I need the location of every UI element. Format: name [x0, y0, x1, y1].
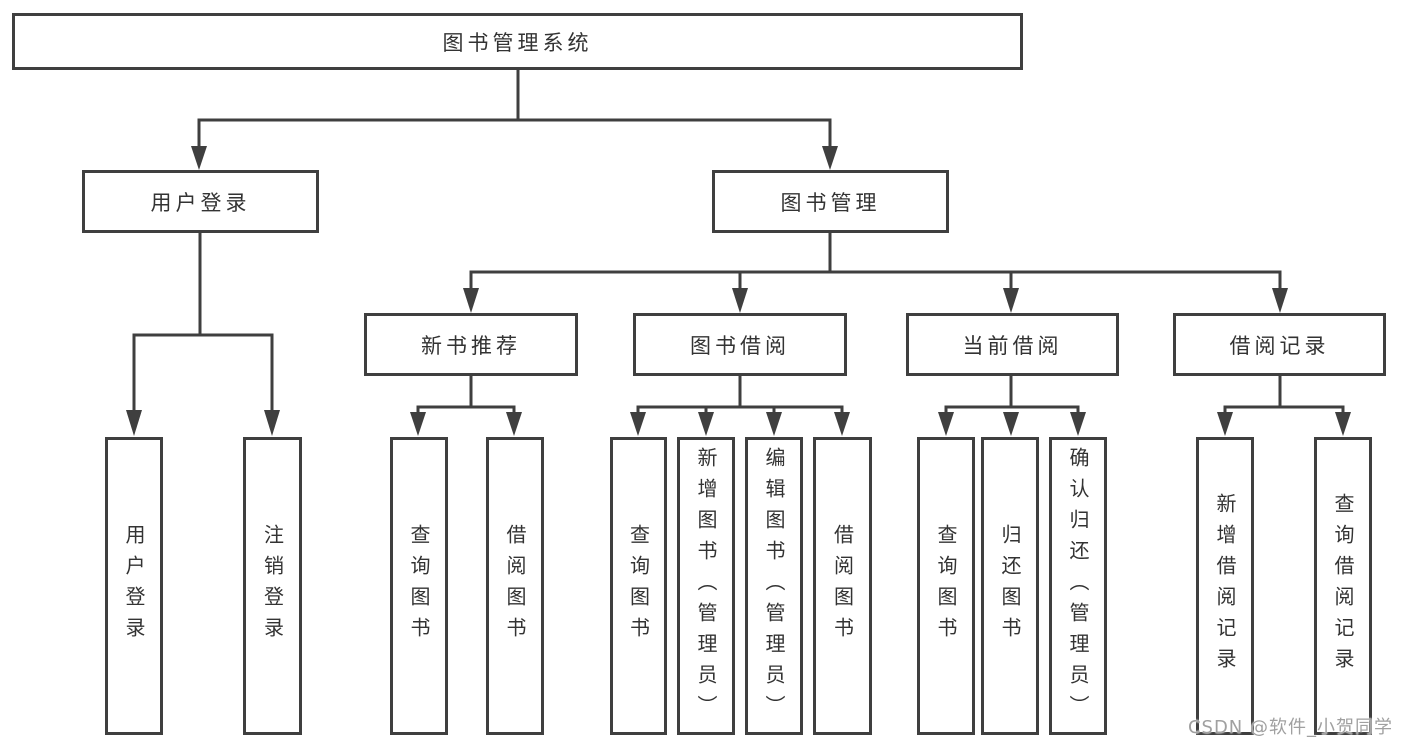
leaf-user-login-label: 用户登录: [122, 524, 146, 648]
connector-line: [944, 405, 1080, 414]
connector-current-borrow-to-children: [938, 376, 1086, 436]
node-library-system: 图书管理系统: [12, 13, 1023, 70]
leaf-user-login: 用户登录: [105, 437, 163, 735]
leaf-borrow-query-books-label: 查询图书: [626, 524, 651, 648]
leaf-borrow-books: 借阅图书: [813, 437, 872, 735]
node-user-login-label: 用户登录: [150, 190, 251, 215]
arrowhead-icon: [834, 412, 850, 436]
arrowhead-icon: [938, 412, 954, 436]
arrowhead-icon: [191, 146, 207, 170]
connector-user-login-to-children: [126, 233, 280, 436]
arrowhead-icon: [1003, 288, 1019, 313]
leaf-add-borrow-record-label: 新增借阅记录: [1213, 493, 1237, 679]
arrowhead-icon: [732, 288, 748, 313]
leaf-current-query-books-label: 查询图书: [934, 524, 958, 648]
arrowhead-icon: [1272, 288, 1288, 313]
node-book-borrow: 图书借阅: [633, 313, 847, 376]
leaf-borrow-books-label: 借阅图书: [830, 524, 855, 648]
leaf-recommend-query-books-label: 查询图书: [407, 524, 431, 648]
arrowhead-icon: [822, 146, 838, 170]
watermark-text: CSDN @软件_小贺同学: [1187, 717, 1393, 738]
leaf-add-books-admin: 新增图书（管理员）: [677, 437, 735, 735]
arrowhead-icon: [1217, 412, 1233, 436]
node-user-login: 用户登录: [82, 170, 319, 233]
leaf-recommend-borrow-books-label: 借阅图书: [503, 524, 527, 648]
arrowhead-icon: [630, 412, 646, 436]
leaf-logout: 注销登录: [243, 437, 302, 735]
connector-line: [197, 118, 832, 146]
node-new-book-recommend-label: 新书推荐: [421, 333, 521, 358]
connector-new-book-recommend-to-children: [410, 376, 522, 436]
arrowhead-icon: [506, 412, 522, 436]
leaf-query-borrow-record: 查询借阅记录: [1314, 437, 1372, 735]
connector-book-management-to-level3: [463, 233, 1288, 313]
leaf-add-borrow-record: 新增借阅记录: [1196, 437, 1254, 735]
node-borrow-records-label: 借阅记录: [1229, 333, 1330, 358]
leaf-current-query-books: 查询图书: [917, 437, 975, 735]
leaf-edit-books-admin: 编辑图书（管理员）: [745, 437, 803, 735]
arrowhead-icon: [126, 410, 142, 436]
node-borrow-records: 借阅记录: [1173, 313, 1386, 376]
arrowhead-icon: [1070, 412, 1086, 436]
connector-line: [1223, 405, 1345, 414]
leaf-confirm-return-admin-label: 确认归还（管理员）: [1066, 446, 1090, 726]
arrowhead-icon: [264, 410, 280, 436]
connector-line: [416, 405, 516, 414]
leaf-recommend-borrow-books: 借阅图书: [486, 437, 544, 735]
node-book-management: 图书管理: [712, 170, 949, 233]
leaf-logout-label: 注销登录: [260, 524, 285, 648]
connector-line: [132, 333, 274, 412]
connector-line: [469, 270, 1282, 290]
node-new-book-recommend: 新书推荐: [364, 313, 578, 376]
node-current-borrow-label: 当前借阅: [962, 333, 1063, 358]
arrowhead-icon: [1003, 412, 1019, 436]
leaf-add-books-admin-label: 新增图书（管理员）: [694, 446, 718, 726]
leaf-return-books: 归还图书: [981, 437, 1039, 735]
connector-book-borrow-to-children: [630, 376, 850, 436]
connector-line: [636, 405, 844, 414]
arrowhead-icon: [766, 412, 782, 436]
leaf-confirm-return-admin: 确认归还（管理员）: [1049, 437, 1107, 735]
node-book-borrow-label: 图书借阅: [690, 333, 790, 358]
leaf-recommend-query-books: 查询图书: [390, 437, 448, 735]
node-current-borrow: 当前借阅: [906, 313, 1119, 376]
leaf-borrow-query-books: 查询图书: [610, 437, 667, 735]
leaf-return-books-label: 归还图书: [998, 524, 1022, 648]
arrowhead-icon: [463, 288, 479, 313]
connector-root-to-level2: [191, 69, 838, 170]
node-library-system-label: 图书管理系统: [442, 30, 593, 55]
arrowhead-icon: [410, 412, 426, 436]
arrowhead-icon: [698, 412, 714, 436]
node-book-management-label: 图书管理: [780, 190, 881, 215]
connector-borrow-records-to-children: [1217, 376, 1351, 436]
arrowhead-icon: [1335, 412, 1351, 436]
leaf-query-borrow-record-label: 查询借阅记录: [1331, 493, 1355, 679]
leaf-edit-books-admin-label: 编辑图书（管理员）: [762, 446, 786, 726]
